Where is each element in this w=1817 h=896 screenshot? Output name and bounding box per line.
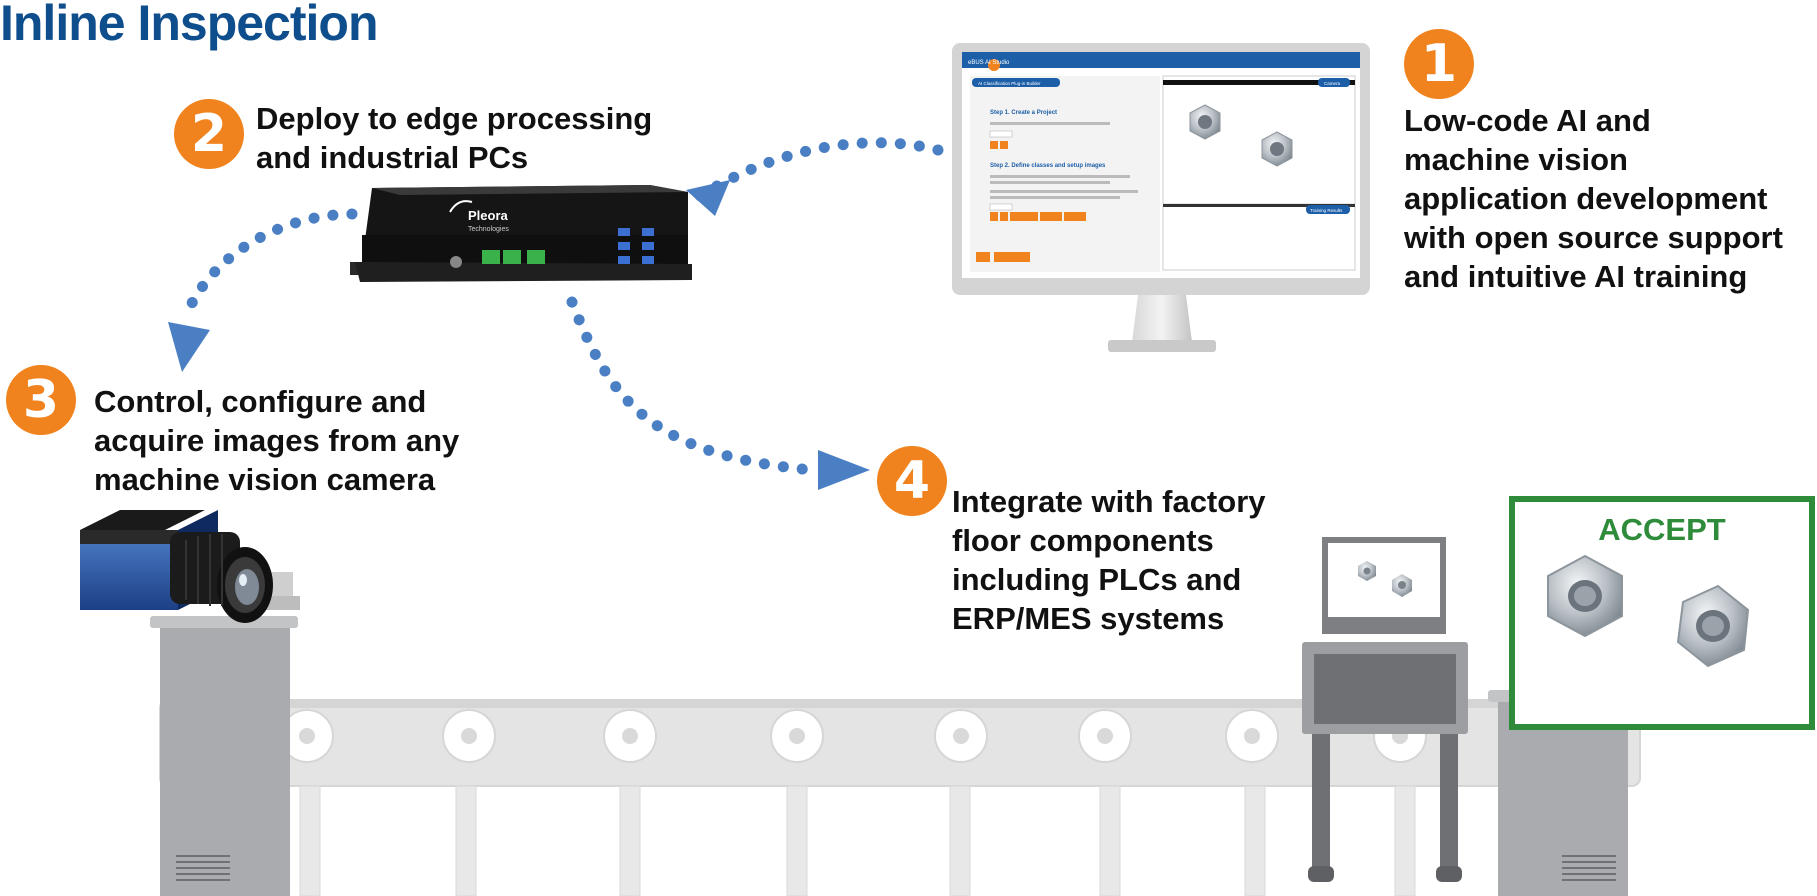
step-4-line: Integrate with factory — [952, 484, 1266, 519]
arrowhead-camera — [168, 322, 210, 372]
step-1-line: and intuitive AI training — [1404, 259, 1748, 294]
arrow-heads — [168, 180, 870, 490]
step-2-line: Deploy to edge processing — [256, 101, 653, 136]
panel-header: AI Classification Plug-in Builder — [978, 81, 1041, 86]
step1-title: Step 1. Create a Project — [990, 110, 1057, 116]
conveyor-belt — [159, 699, 1641, 896]
step-2-description: Deploy to edge processing and industrial… — [256, 99, 652, 177]
device-brand: Pleora — [468, 208, 509, 223]
arrow-monitor-to-device — [694, 137, 944, 202]
device-brand-sub: Technologies — [468, 226, 509, 233]
step-4-line: including PLCs and — [952, 562, 1242, 597]
accept-box — [1509, 496, 1815, 730]
arrow-device-to-integration — [566, 296, 818, 476]
inspection-station — [1302, 537, 1468, 882]
arrowhead-device — [686, 180, 730, 216]
software-logo: eBUS AI Studio — [968, 60, 1010, 66]
step-3-description: Control, configure and acquire images fr… — [94, 382, 459, 499]
left-machine-column — [150, 616, 298, 896]
edge-processing-device: Pleora Technologies — [350, 185, 692, 282]
flow-arrows — [179, 137, 944, 476]
step-3-badge: 3 — [6, 365, 76, 435]
step-1-description: Low-code AI and machine vision applicati… — [1404, 101, 1783, 296]
step-4-line: ERP/MES systems — [952, 601, 1225, 636]
step-1-badge: 1 — [1404, 29, 1474, 99]
page-title: Inline Inspection — [0, 0, 378, 51]
step-1-line: machine vision — [1404, 142, 1628, 177]
step-2-line: and industrial PCs — [256, 140, 529, 175]
step-3-line: acquire images from any — [94, 423, 460, 458]
step2-title: Step 2. Define classes and setup images — [990, 163, 1106, 169]
step-1-line: with open source support — [1404, 220, 1783, 255]
training-tab: Training Results — [1310, 208, 1343, 213]
step-3-line: Control, configure and — [94, 384, 427, 419]
accept-label: ACCEPT — [1598, 512, 1726, 547]
step-4-description: Integrate with factory floor components … — [952, 482, 1266, 638]
monitor-software: eBUS AI Studio AI Classification Plug-in… — [952, 43, 1370, 352]
step-2-badge: 2 — [174, 99, 244, 169]
machine-vision-camera — [80, 510, 300, 623]
camera-tab: Camera — [1324, 81, 1341, 86]
arrow-device-to-camera — [179, 208, 358, 324]
step-4-line: floor components — [952, 523, 1214, 558]
arrowhead-integration — [818, 450, 870, 490]
step-1-line: application development — [1404, 181, 1768, 216]
step-4-badge: 4 — [877, 446, 947, 516]
step-1-line: Low-code AI and — [1404, 103, 1651, 138]
step-3-line: machine vision camera — [94, 462, 436, 497]
